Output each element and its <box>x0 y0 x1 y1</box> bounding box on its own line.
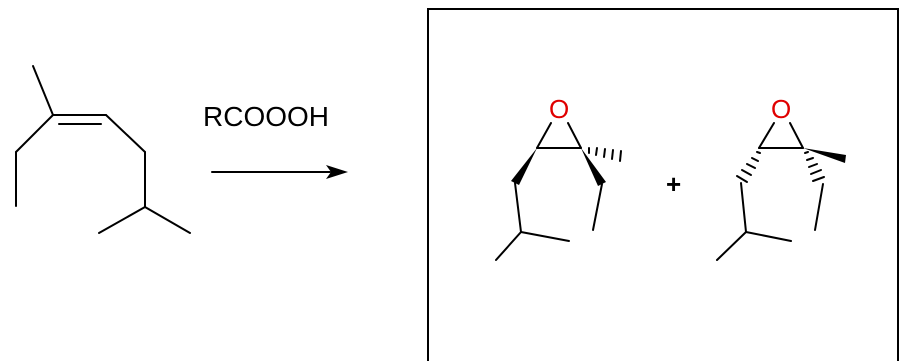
isopropyl-bond-1 <box>495 231 522 261</box>
hash-bond-left <box>736 151 761 183</box>
oxygen-atom-2: O <box>771 94 791 124</box>
starting-alkene <box>15 65 191 234</box>
arrow-head <box>326 165 348 179</box>
epoxide-bond-co-left <box>536 122 552 149</box>
chain-bond <box>514 182 522 233</box>
wedge-bond-methyl <box>803 148 846 163</box>
epoxide-product-2: O <box>716 94 846 261</box>
hash-bond-methyl <box>588 147 622 162</box>
wedge-bond-ethyl <box>581 148 606 186</box>
epoxide-bond-co-right <box>567 122 582 149</box>
isopropyl-bond-1 <box>98 206 146 234</box>
product-box <box>427 8 899 361</box>
isopropyl-bond-1 <box>716 231 747 261</box>
plus-sign: + <box>666 169 681 199</box>
epoxide-bond-co-right <box>789 122 804 149</box>
epoxide-product-1: O <box>495 94 622 261</box>
ethyl-bond <box>592 183 603 231</box>
ethyl-bond <box>814 183 824 231</box>
wedge-bond-left <box>511 148 537 185</box>
chain-bond-1 <box>105 114 146 153</box>
epoxide-bond-co-left <box>758 122 775 149</box>
chain-bond <box>740 182 747 233</box>
ethyl-bond-1 <box>15 114 54 153</box>
hash-bond-ethyl <box>804 151 825 182</box>
oxygen-atom-1: O <box>549 94 569 124</box>
isopropyl-bond-2 <box>745 231 792 242</box>
methyl-bond <box>32 65 54 116</box>
isopropyl-bond-2 <box>520 231 570 242</box>
reaction-arrow <box>211 165 348 179</box>
isopropyl-bond-2 <box>144 206 191 234</box>
reagent-label: RCOOOH <box>203 101 329 132</box>
